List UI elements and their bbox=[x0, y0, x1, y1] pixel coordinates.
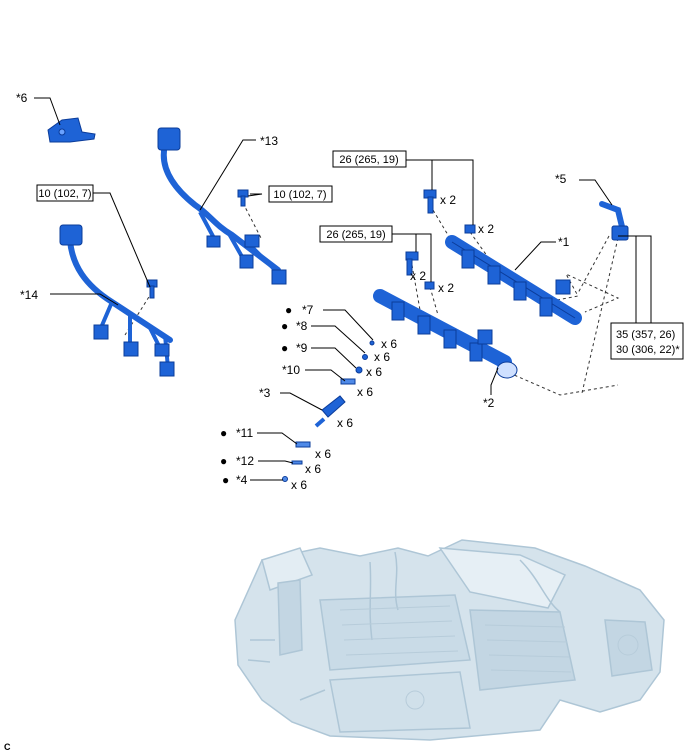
qty-3: x 6 bbox=[337, 416, 353, 430]
torque-box-harness-14: 10 (102, 7) bbox=[36, 184, 94, 202]
callout-5: *5 bbox=[555, 172, 567, 186]
svg-text:35 (357, 26): 35 (357, 26) bbox=[616, 329, 675, 341]
part-1-fuel-delivery-pipe bbox=[445, 235, 582, 325]
engine-block-illustration bbox=[234, 539, 665, 741]
qty-10: x 6 bbox=[357, 385, 373, 399]
qty-9: x 6 bbox=[366, 365, 382, 379]
callout-labels: *6 *13 *14 *5 *1 *2 *7 *8 *9 *10 *3 *11 … bbox=[16, 91, 570, 487]
qty-7: x 6 bbox=[381, 337, 397, 351]
callout-2: *2 bbox=[483, 396, 495, 410]
callout-12: *12 bbox=[236, 454, 254, 468]
part-5-fuel-pipe bbox=[599, 201, 629, 241]
torque-box-pipe-5: 35 (357, 26) 30 (306, 22)* bbox=[610, 322, 684, 360]
svg-text:26 (265, 19): 26 (265, 19) bbox=[339, 154, 398, 166]
small-parts bbox=[282, 340, 375, 482]
qty-bolt2-a: x 2 bbox=[410, 269, 426, 283]
callout-7: *7 bbox=[302, 303, 314, 317]
part-13-wire-harness bbox=[157, 127, 287, 285]
qty-bolt2-b: x 2 bbox=[438, 281, 454, 295]
callout-13: *13 bbox=[260, 134, 278, 148]
svg-text:30 (306, 22)*: 30 (306, 22)* bbox=[616, 344, 680, 356]
qty-bolt1-a: x 2 bbox=[440, 193, 456, 207]
bullet-7: ● bbox=[285, 303, 292, 317]
callout-leader-lines bbox=[34, 97, 652, 481]
callout-11: *11 bbox=[236, 426, 253, 440]
callout-6: *6 bbox=[16, 91, 28, 105]
harness-bolt-14 bbox=[146, 279, 158, 299]
torque-box-pipe-2: 26 (265, 19) bbox=[319, 225, 393, 243]
callout-9: *9 bbox=[296, 341, 308, 355]
svg-text:10 (102, 7): 10 (102, 7) bbox=[38, 188, 91, 200]
bullet-12: ● bbox=[220, 454, 227, 468]
callout-10: *10 bbox=[282, 363, 300, 377]
part-2-bolts bbox=[405, 251, 435, 290]
qty-12: x 6 bbox=[305, 462, 321, 476]
qty-4: x 6 bbox=[291, 478, 307, 492]
non-reusable-bullets: ● ● ● ● ● ● bbox=[220, 303, 292, 487]
harness-bolt-13 bbox=[237, 189, 249, 207]
bullet-4: ● bbox=[222, 473, 229, 487]
qty-bolt1-b: x 2 bbox=[478, 222, 494, 236]
part-1-bolts bbox=[423, 189, 476, 234]
callout-1: *1 bbox=[558, 235, 570, 249]
callout-14: *14 bbox=[20, 288, 38, 302]
callout-8: *8 bbox=[296, 319, 308, 333]
bullet-11: ● bbox=[220, 426, 227, 440]
part-2-fuel-delivery-pipe bbox=[373, 289, 518, 379]
torque-box-harness-13: 10 (102, 7) bbox=[268, 185, 333, 203]
callout-4: *4 bbox=[236, 473, 248, 487]
qty-11: x 6 bbox=[315, 447, 331, 461]
svg-text:10 (102, 7): 10 (102, 7) bbox=[273, 189, 326, 201]
bullet-8: ● bbox=[281, 319, 288, 333]
quantity-labels: x 2 x 2 x 2 x 2 x 6 x 6 x 6 x 6 x 6 x 6 … bbox=[291, 193, 494, 492]
part-6-bracket bbox=[47, 117, 96, 143]
part-14-wire-harness bbox=[59, 224, 175, 377]
bullet-9: ● bbox=[281, 341, 288, 355]
svg-text:26 (265, 19): 26 (265, 19) bbox=[326, 229, 385, 241]
corner-code: C bbox=[4, 742, 11, 752]
qty-8: x 6 bbox=[374, 350, 390, 364]
callout-3: *3 bbox=[259, 386, 271, 400]
torque-box-pipe-1: 26 (265, 19) bbox=[332, 150, 407, 168]
engine-detail-lines bbox=[339, 605, 639, 710]
